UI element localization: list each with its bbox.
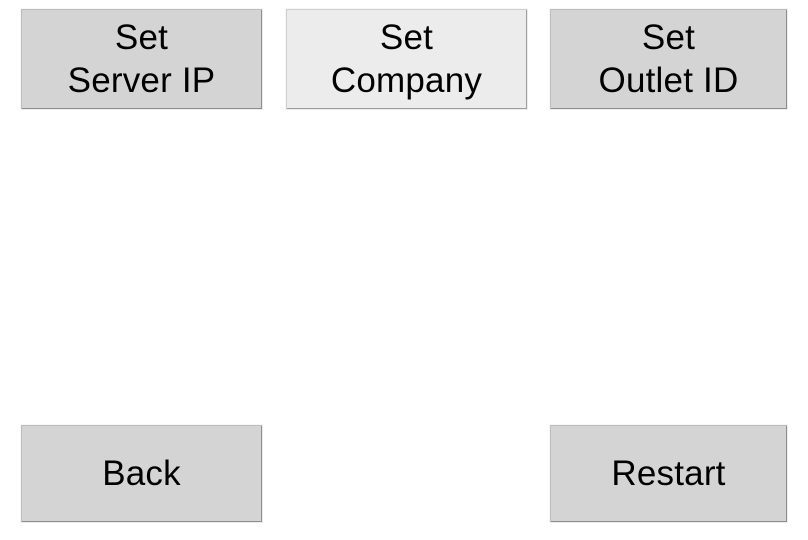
back-button-label: Back <box>102 454 181 493</box>
set-outlet-id-button-label: Set Outlet ID <box>598 18 739 100</box>
set-company-button[interactable]: Set Company <box>285 8 528 110</box>
set-outlet-id-button[interactable]: Set Outlet ID <box>549 8 788 110</box>
restart-button-label: Restart <box>611 454 726 493</box>
back-button[interactable]: Back <box>20 424 263 523</box>
set-server-ip-button[interactable]: Set Server IP <box>20 8 263 110</box>
set-server-ip-button-label: Set Server IP <box>67 18 216 100</box>
set-company-button-label: Set Company <box>330 18 483 100</box>
restart-button[interactable]: Restart <box>549 424 788 523</box>
